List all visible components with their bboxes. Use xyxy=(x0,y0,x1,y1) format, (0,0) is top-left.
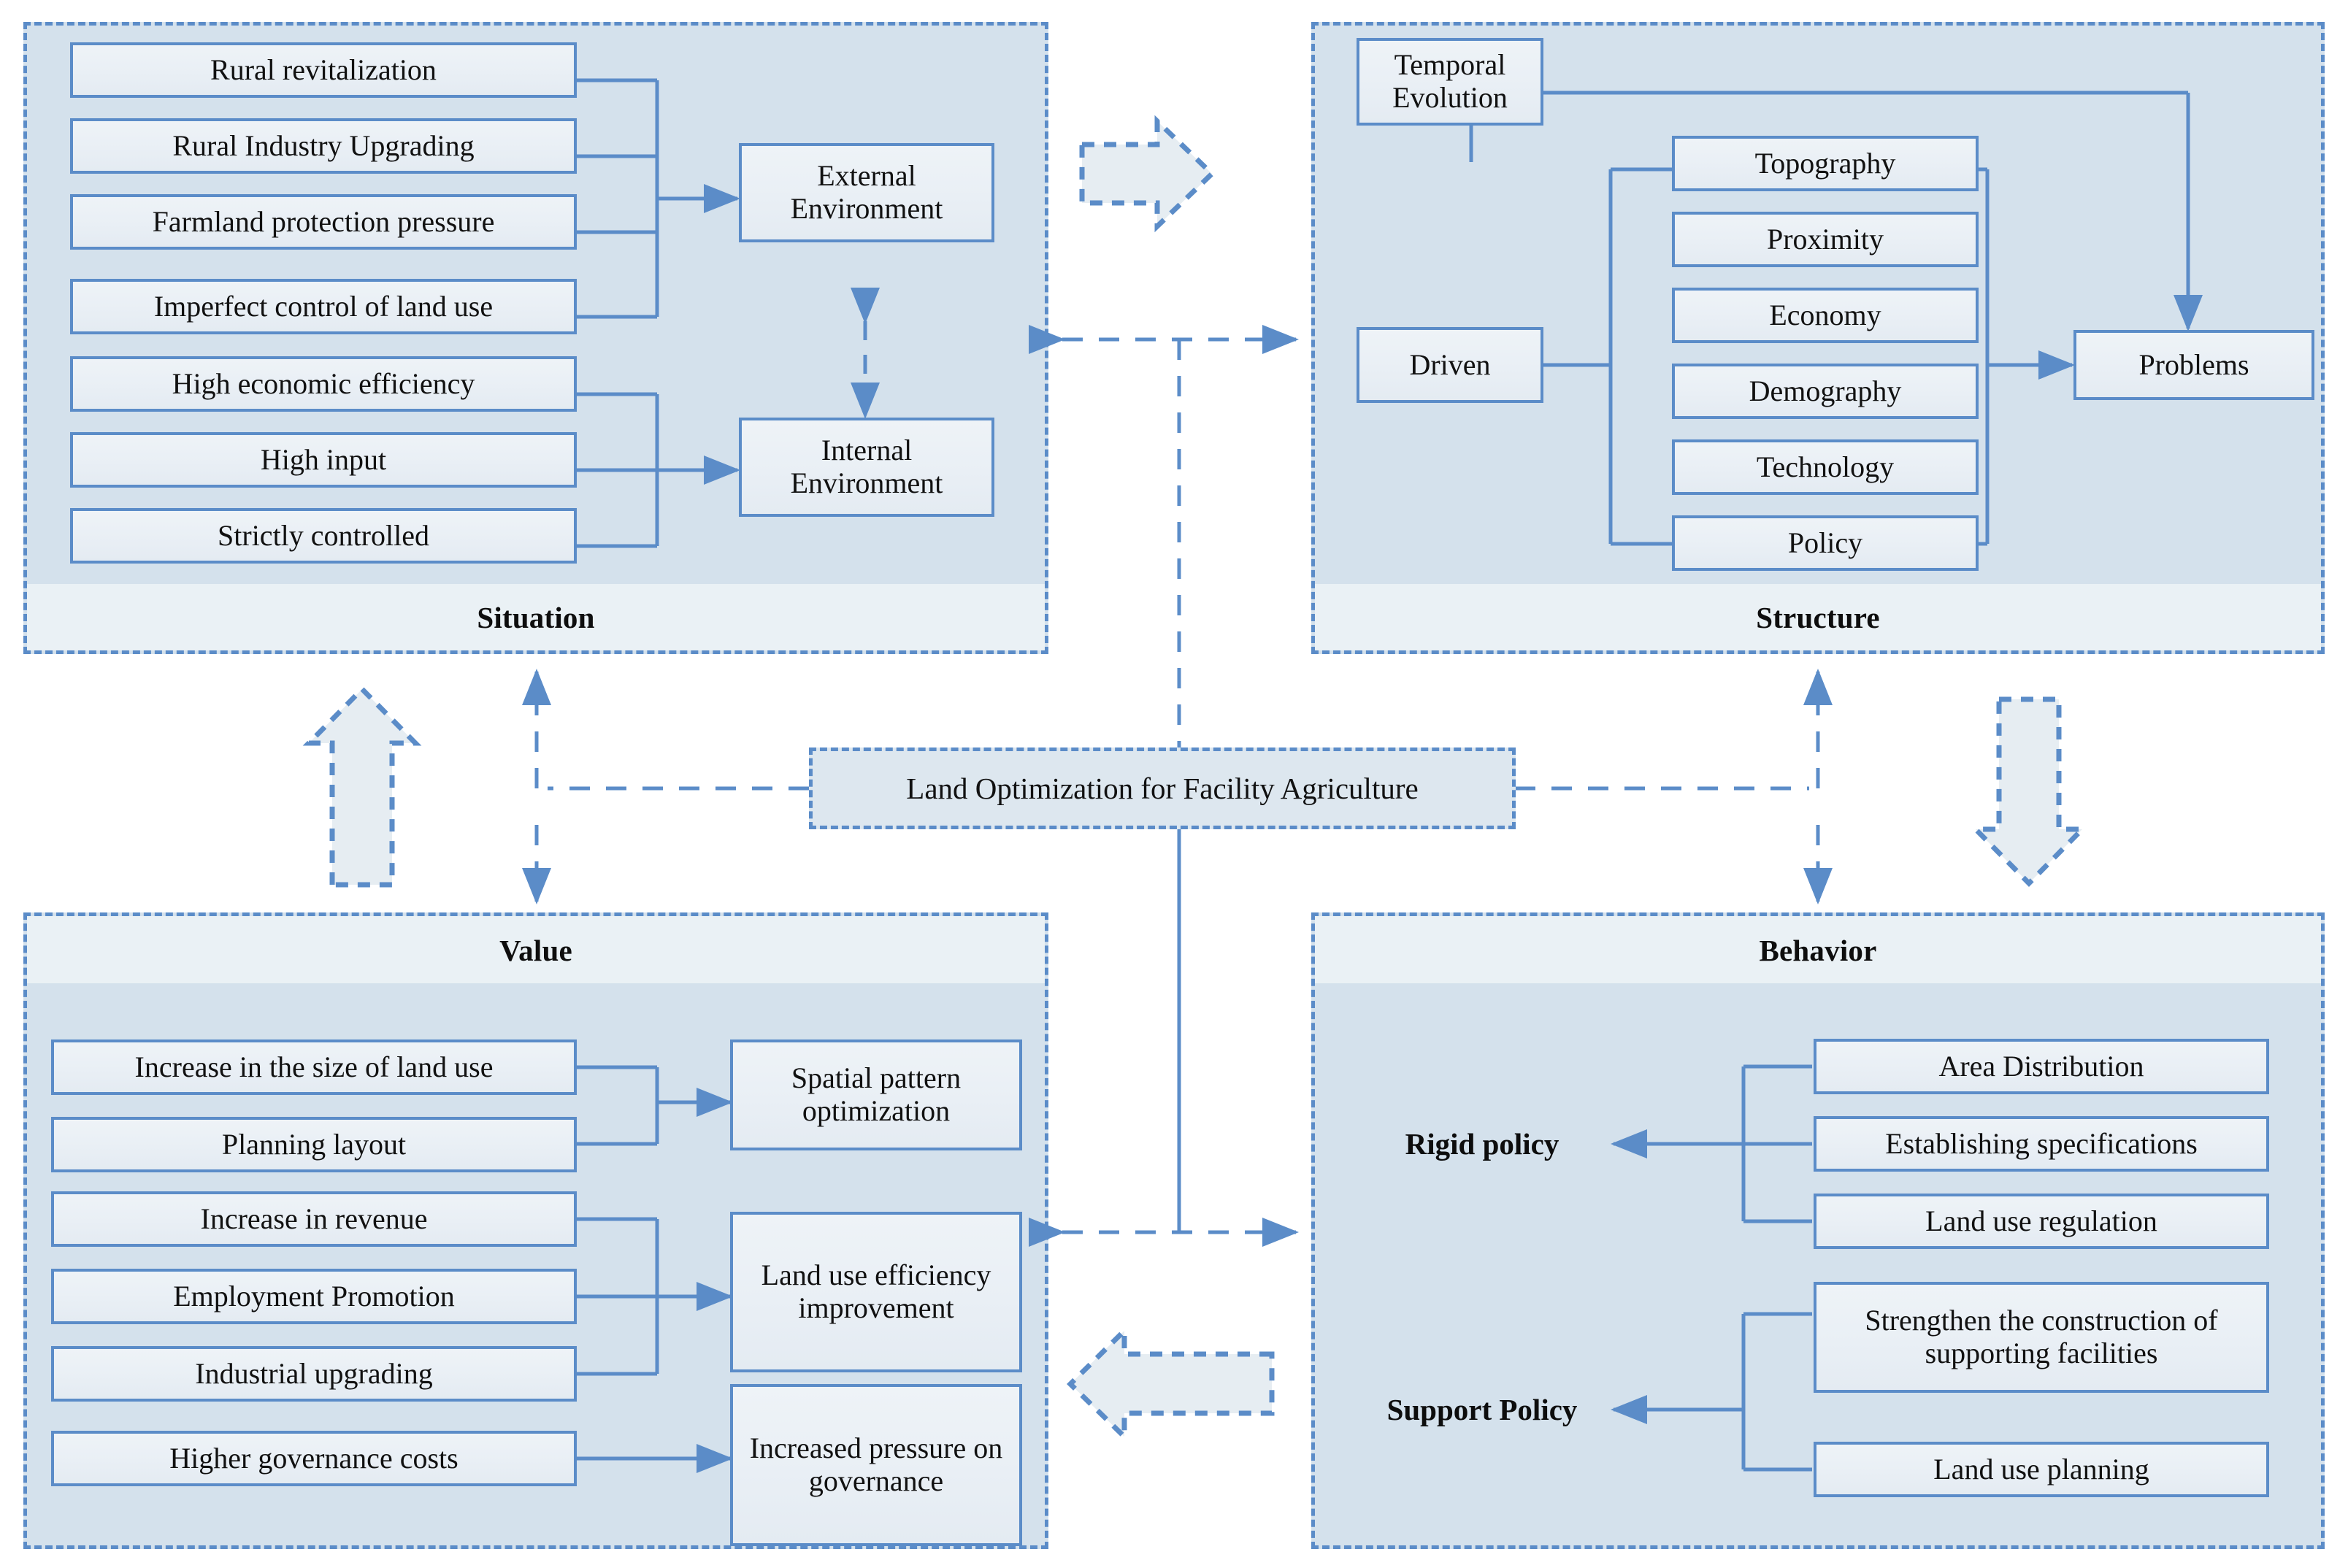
node-driven[interactable]: Driven xyxy=(1357,327,1543,403)
center-title-box[interactable]: Land Optimization for Facility Agricultu… xyxy=(809,748,1516,829)
node-planning-layout[interactable]: Planning layout xyxy=(51,1117,577,1172)
node-demography[interactable]: Demography xyxy=(1672,364,1979,419)
node-temporal-evolution[interactable]: Temporal Evolution xyxy=(1357,38,1543,126)
node-land-use-planning[interactable]: Land use planning xyxy=(1814,1442,2269,1497)
node-technology[interactable]: Technology xyxy=(1672,439,1979,495)
node-strictly-controlled[interactable]: Strictly controlled xyxy=(70,508,577,564)
node-topography[interactable]: Topography xyxy=(1672,136,1979,191)
node-policy[interactable]: Policy xyxy=(1672,515,1979,571)
structure-title: Structure xyxy=(1756,601,1880,634)
node-area-distribution[interactable]: Area Distribution xyxy=(1814,1039,2269,1094)
behavior-title-strip xyxy=(1315,916,2321,983)
situation-internal-bracket xyxy=(577,392,741,548)
block-arrow-behavior-to-value xyxy=(1066,1324,1275,1443)
node-higher-governance-costs[interactable]: Higher governance costs xyxy=(51,1431,577,1486)
node-increase-in-revenue[interactable]: Increase in revenue xyxy=(51,1191,577,1247)
behavior-support-bracket xyxy=(1610,1312,1812,1472)
node-employment-promotion[interactable]: Employment Promotion xyxy=(51,1269,577,1324)
node-imperfect-control-of-land-use[interactable]: Imperfect control of land use xyxy=(70,279,577,334)
node-high-input[interactable]: High input xyxy=(70,432,577,488)
structure-title-strip xyxy=(1315,584,2321,650)
block-arrow-situation-to-structure xyxy=(1079,115,1216,233)
node-internal-environment[interactable]: Internal Environment xyxy=(739,418,994,517)
block-arrow-structure-to-behavior xyxy=(1969,696,2089,887)
structure-temporal-path xyxy=(1541,91,2203,332)
node-strengthen-supporting-facilities[interactable]: Strengthen the construction of supportin… xyxy=(1814,1282,2269,1393)
structure-driven-to-factors xyxy=(1541,167,1673,546)
node-problems[interactable]: Problems xyxy=(2073,330,2314,400)
node-proximity[interactable]: Proximity xyxy=(1672,212,1979,267)
node-external-environment[interactable]: External Environment xyxy=(739,143,994,242)
node-increased-pressure-on-governance[interactable]: Increased pressure on governance xyxy=(730,1384,1022,1546)
value-group1-bracket xyxy=(577,1065,734,1146)
situation-external-bracket xyxy=(577,78,741,319)
situation-title: Situation xyxy=(477,601,595,634)
node-rural-industry-upgrading[interactable]: Rural Industry Upgrading xyxy=(70,118,577,174)
label-rigid-policy: Rigid policy xyxy=(1405,1127,1559,1161)
node-industrial-upgrading[interactable]: Industrial upgrading xyxy=(51,1346,577,1402)
node-land-use-efficiency-improvement[interactable]: Land use efficiency improvement xyxy=(730,1212,1022,1372)
value-title-strip xyxy=(27,916,1045,983)
node-high-economic-efficiency[interactable]: High economic efficiency xyxy=(70,356,577,412)
node-land-use-regulation[interactable]: Land use regulation xyxy=(1814,1194,2269,1249)
value-title: Value xyxy=(499,934,572,967)
node-spatial-pattern-optimization[interactable]: Spatial pattern optimization xyxy=(730,1039,1022,1150)
label-support-policy: Support Policy xyxy=(1386,1393,1578,1426)
node-rural-revitalization[interactable]: Rural revitalization xyxy=(70,42,577,98)
block-arrow-value-to-situation xyxy=(302,685,422,888)
situation-title-strip xyxy=(27,584,1045,650)
node-establishing-specifications[interactable]: Establishing specifications xyxy=(1814,1116,2269,1172)
node-farmland-protection-pressure[interactable]: Farmland protection pressure xyxy=(70,194,577,250)
value-group2-bracket xyxy=(577,1217,734,1376)
behavior-rigid-bracket xyxy=(1610,1064,1812,1223)
node-economy[interactable]: Economy xyxy=(1672,288,1979,343)
node-increase-size-of-land-use[interactable]: Increase in the size of land use xyxy=(51,1039,577,1095)
behavior-title: Behavior xyxy=(1759,934,1877,967)
